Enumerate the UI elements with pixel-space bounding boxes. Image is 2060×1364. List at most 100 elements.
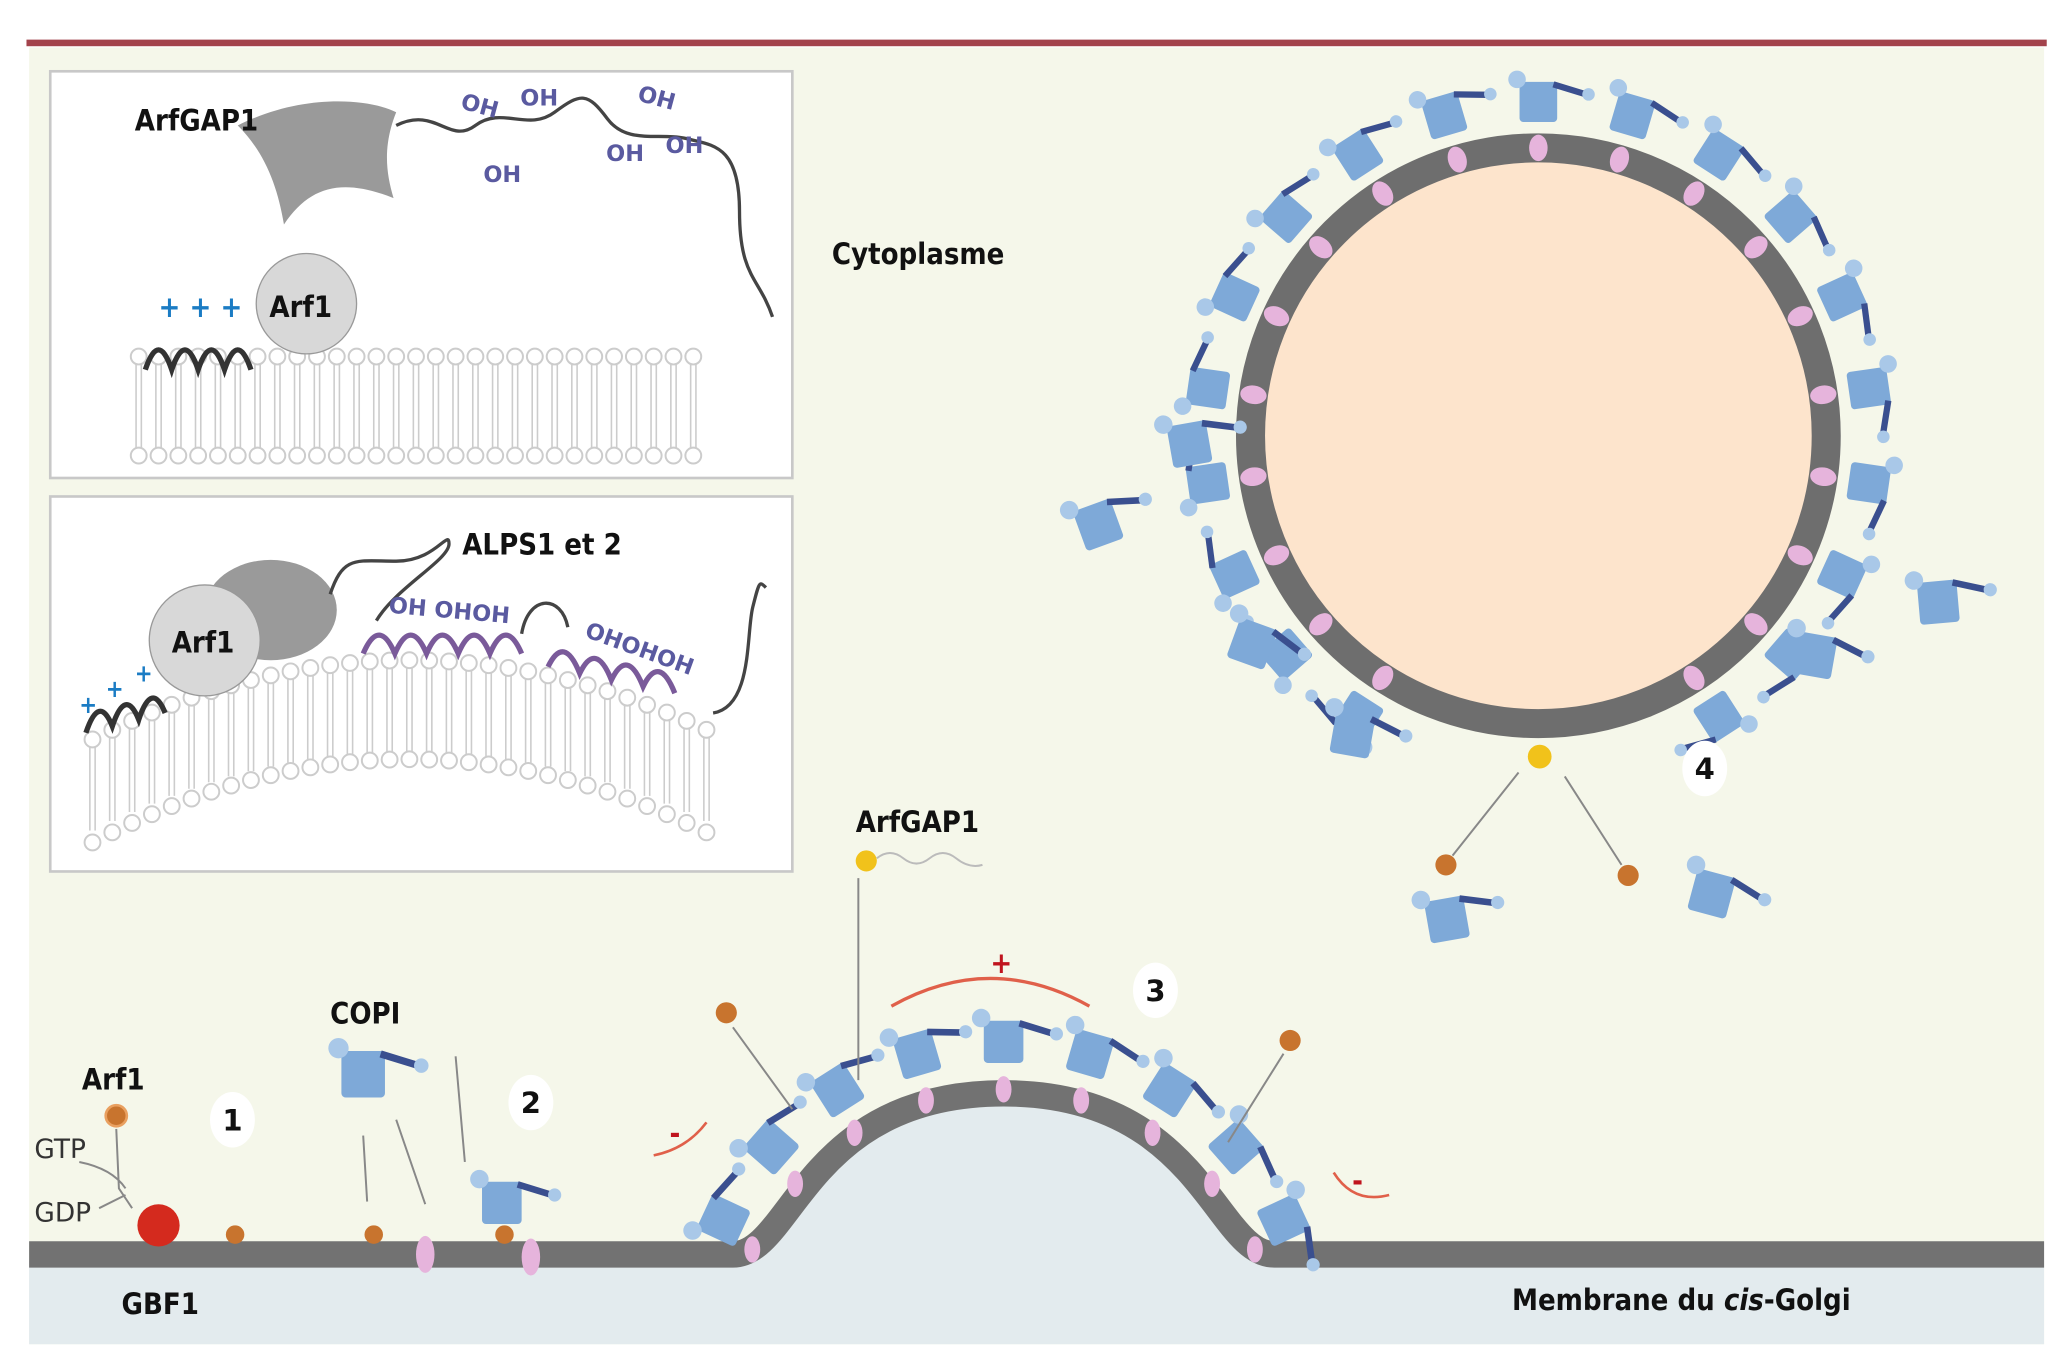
copi-complex	[729, 1095, 807, 1175]
copi-complex	[1196, 242, 1260, 322]
inset-top-arf1-label: Arf1	[269, 290, 332, 324]
copi-body	[811, 1063, 865, 1118]
lipid-head	[169, 446, 188, 465]
copi-ear	[1274, 676, 1292, 695]
oh-label: OH	[520, 86, 558, 112]
cargo-receptor	[1240, 385, 1267, 405]
arf1-membrane-icon	[364, 1225, 383, 1244]
lipid-head	[644, 446, 663, 465]
copi-complex	[1411, 890, 1505, 944]
copi-appendage	[1189, 338, 1211, 373]
cargo-receptor	[918, 1087, 934, 1114]
oh-label: OH	[606, 141, 644, 167]
copi-appendage	[1303, 1226, 1316, 1263]
copi-ear	[1408, 91, 1427, 109]
copi-ear	[1306, 168, 1320, 181]
copi-ear	[1844, 259, 1863, 278]
lipid-head	[129, 446, 148, 465]
lipid-head	[162, 797, 181, 815]
lipid-head	[585, 446, 604, 465]
copi-ear	[732, 1162, 746, 1176]
lipid-head	[479, 755, 498, 774]
copi-body	[1424, 895, 1470, 944]
copi-complex	[1846, 456, 1903, 541]
lipid-head	[618, 688, 637, 707]
top-rule	[26, 39, 2047, 47]
copi-appendage	[1729, 877, 1764, 902]
copi-appendage	[1810, 215, 1831, 250]
lipid-head	[341, 753, 359, 772]
copi-complex	[1817, 550, 1881, 630]
arf1-sphere	[148, 584, 261, 697]
copi-appendage	[1222, 248, 1251, 279]
copi-complex	[1817, 259, 1876, 346]
cargo-receptor	[744, 1236, 761, 1263]
lipid-head	[360, 751, 379, 770]
lipid-head	[143, 805, 161, 824]
lipid-head	[446, 446, 465, 465]
copi-body	[1764, 191, 1817, 243]
lipid-head	[558, 671, 577, 689]
cargo-receptor	[846, 1119, 863, 1146]
copi-complex	[470, 1169, 562, 1225]
copi-complex	[879, 1025, 973, 1080]
lipid-head	[525, 347, 544, 366]
lipid-head	[684, 446, 703, 465]
oh-label: OH	[483, 162, 521, 188]
arf1-membrane-icon	[495, 1225, 514, 1244]
copi-ear	[1758, 169, 1772, 182]
curvature-arrow-right	[1332, 1171, 1390, 1199]
cargo-receptor	[787, 1170, 804, 1198]
copi-ear	[1877, 430, 1890, 444]
step-1-badge: 1	[210, 1091, 255, 1148]
copi-body	[1332, 129, 1384, 181]
lipid-head	[209, 446, 227, 465]
released-arf1-icon	[715, 1002, 737, 1024]
copi-appendage	[1453, 91, 1488, 98]
lipid-head	[202, 782, 221, 801]
arf1-membrane-icon	[225, 1225, 245, 1244]
cargo-receptor	[1787, 545, 1813, 566]
alps2-helix	[545, 649, 678, 695]
step-3-badge: 3	[1132, 962, 1178, 1019]
copi-complex	[1693, 115, 1772, 182]
copi-ear	[959, 1025, 973, 1039]
lipid-head	[268, 347, 287, 366]
copi-complex	[1059, 492, 1152, 551]
lipid-head	[420, 750, 439, 769]
lipid-head	[228, 446, 247, 465]
copi-ear	[1297, 647, 1312, 661]
lipid-head	[321, 755, 340, 774]
lipid-head	[347, 347, 366, 366]
lipid-head	[367, 347, 386, 366]
copi-complex	[1508, 70, 1595, 123]
copi-body	[1185, 367, 1231, 410]
arfgap1-on-vesicle	[1527, 744, 1552, 769]
released-arf1-icon	[1279, 1029, 1301, 1052]
arfgap1-protein-shape	[237, 101, 397, 225]
lipid-head	[519, 662, 538, 681]
copi-appendage	[927, 1028, 964, 1036]
copi-ear	[1686, 855, 1706, 875]
copi-ear	[1246, 209, 1264, 228]
copi-body	[1209, 272, 1260, 322]
lipid-head	[525, 446, 544, 465]
lipid-head	[466, 446, 485, 465]
lipid-head	[281, 762, 300, 780]
minus-sign: -	[670, 1116, 681, 1150]
copi-body	[697, 1194, 750, 1246]
lipid-head	[644, 347, 663, 366]
copi-appendage	[1866, 499, 1887, 533]
copi-appendage	[1879, 400, 1892, 435]
copi-ear	[796, 1072, 816, 1092]
copi-appendage	[1257, 1145, 1278, 1181]
copi-ear	[1676, 116, 1689, 129]
copi-ear	[1138, 492, 1152, 506]
copi-body	[1260, 191, 1313, 243]
lipid-head	[519, 762, 538, 780]
copi-ear	[1787, 618, 1806, 638]
copi-ear	[1821, 616, 1835, 630]
lipid-head	[624, 446, 643, 465]
copi-ear	[1508, 70, 1526, 89]
copi-complexes-step2	[328, 1037, 562, 1276]
